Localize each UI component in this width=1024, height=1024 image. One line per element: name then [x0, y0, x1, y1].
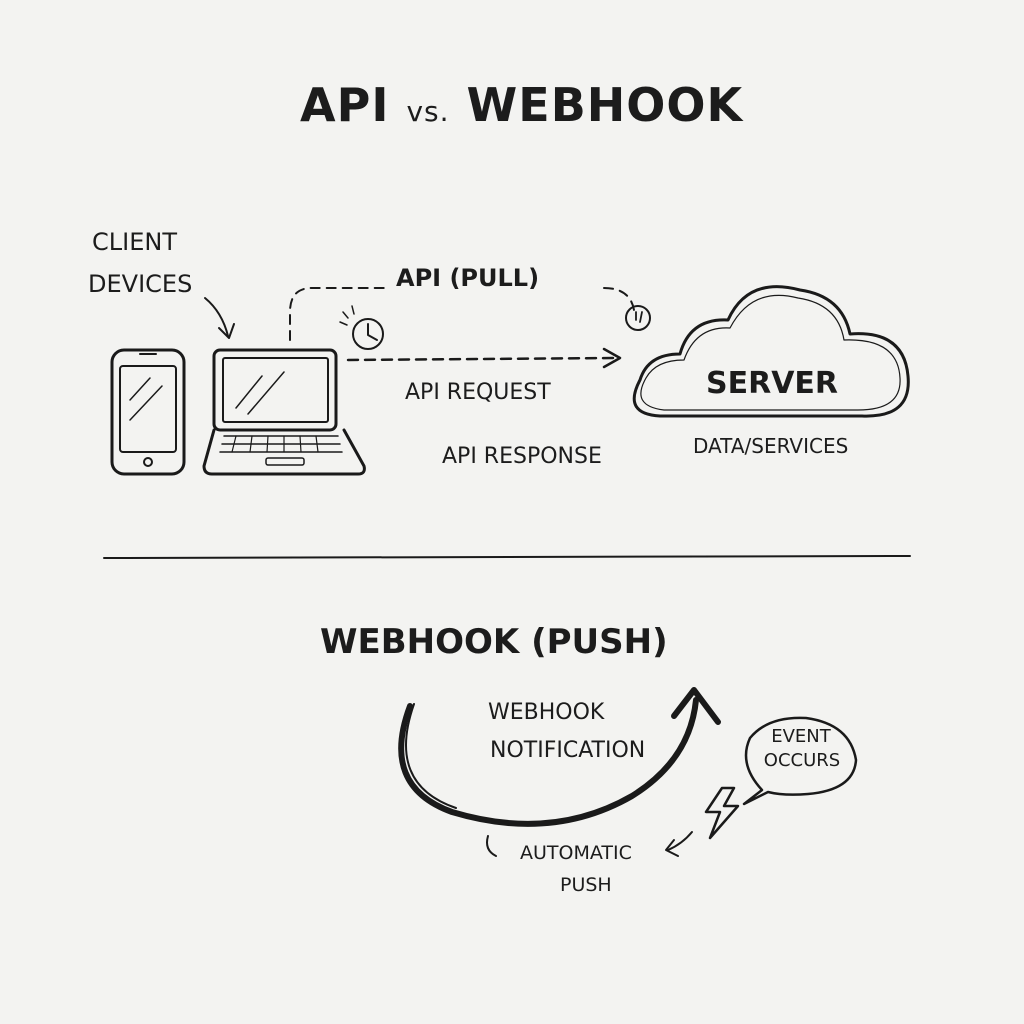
laptop-icon [202, 348, 366, 476]
api-request-label: API REQUEST [405, 380, 551, 405]
event-bubble-line-1: EVENT [771, 726, 831, 747]
automatic-push-line-2: PUSH [560, 874, 612, 896]
lightning-bolt-icon [704, 786, 740, 840]
api-pull-label: API (PULL) [396, 264, 540, 292]
api-pull-path [289, 287, 635, 341]
automatic-push-line-1: AUTOMATIC [520, 842, 632, 864]
webhook-push-arrow [398, 687, 721, 827]
title-api: API [300, 78, 390, 132]
client-pointer-arrow [204, 297, 235, 339]
clock-icon [339, 305, 384, 350]
title-vs: vs. [406, 95, 450, 128]
server-cloud-icon [632, 285, 910, 418]
api-response-label: API RESPONSE [442, 444, 602, 469]
automatic-push-arrow [486, 831, 693, 857]
title-webhook: WEBHOOK [466, 78, 744, 132]
webhook-notification-line-1: WEBHOOK [488, 700, 605, 725]
phone-icon [110, 348, 186, 476]
event-bubble-line-2: OCCURS [763, 750, 841, 771]
timer-icon [625, 305, 651, 331]
webhook-notification-line-2: NOTIFICATION [490, 738, 646, 763]
client-label-line-1: CLIENT [92, 228, 177, 256]
client-label-line-2: DEVICES [88, 270, 193, 298]
server-sublabel: DATA/SERVICES [693, 434, 849, 458]
api-request-arrow [346, 347, 622, 369]
page-title: API vs. WEBHOOK [300, 78, 743, 132]
webhook-heading: WEBHOOK (PUSH) [320, 622, 668, 662]
server-label: SERVER [706, 366, 839, 401]
event-speech-bubble [742, 716, 858, 806]
section-divider [103, 555, 911, 559]
